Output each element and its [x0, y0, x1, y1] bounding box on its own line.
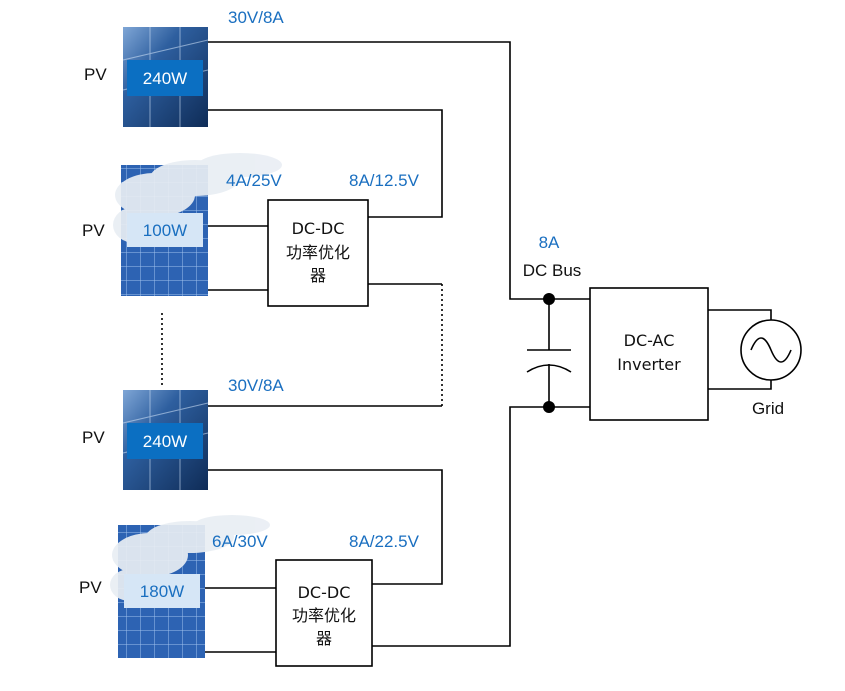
pv-panel-1: 240W PV	[84, 27, 209, 127]
panel-power-label: 240W	[143, 69, 187, 88]
panel-power-label: 180W	[140, 582, 184, 601]
grid-label: Grid	[752, 399, 784, 418]
converter-line-2: 功率优化	[286, 243, 350, 262]
converter-2-output-label: 8A/22.5V	[349, 532, 420, 551]
pv-panel-4: 180W PV	[79, 515, 270, 658]
converter-line-3: 器	[316, 629, 332, 648]
converter-line-1: DC-DC	[298, 583, 351, 602]
converter-2-input-label: 6A/30V	[212, 532, 268, 551]
converter-1-output-label: 8A/12.5V	[349, 171, 420, 190]
cloud-icon	[110, 515, 270, 601]
string-voltage-current-top: 30V/8A	[228, 8, 284, 27]
pv-panel-2: 100W PV	[82, 153, 282, 296]
converter-line-1: DC-DC	[292, 219, 345, 238]
inverter-line-1: DC-AC	[624, 331, 675, 350]
pv-label: PV	[79, 578, 102, 597]
inverter-line-2: Inverter	[617, 355, 681, 374]
converter-1-input-label: 4A/25V	[226, 171, 282, 190]
panel-power-box	[127, 60, 203, 96]
bus-node-bottom	[543, 401, 555, 413]
pv-label: PV	[82, 221, 105, 240]
converter-line-2: 功率优化	[292, 606, 356, 625]
string-voltage-current-middle: 30V/8A	[228, 376, 284, 395]
wiring	[161, 41, 772, 653]
pv-label: PV	[84, 65, 107, 84]
bus-current-label: 8A	[539, 233, 560, 252]
panel-power-box	[124, 574, 200, 608]
dc-dc-optimizer-1: DC-DC 功率优化 器	[267, 199, 369, 307]
capacitor-plate-bottom	[526, 364, 572, 373]
dc-ac-inverter: DC-AC Inverter	[589, 287, 709, 421]
pv-label: PV	[82, 428, 105, 447]
cloud-icon	[113, 153, 282, 243]
dc-dc-optimizer-2: DC-DC 功率优化 器	[275, 559, 373, 667]
panel-power-box	[127, 213, 203, 247]
panel-power-label: 240W	[143, 432, 187, 451]
bus-node-top	[543, 293, 555, 305]
panel-power-label: 100W	[143, 221, 187, 240]
panel-power-box	[127, 423, 203, 459]
dc-bus-label: DC Bus	[523, 261, 582, 280]
pv-panel-3: 240W PV	[82, 390, 209, 490]
ac-source-icon	[740, 319, 802, 381]
converter-line-3: 器	[310, 266, 326, 285]
